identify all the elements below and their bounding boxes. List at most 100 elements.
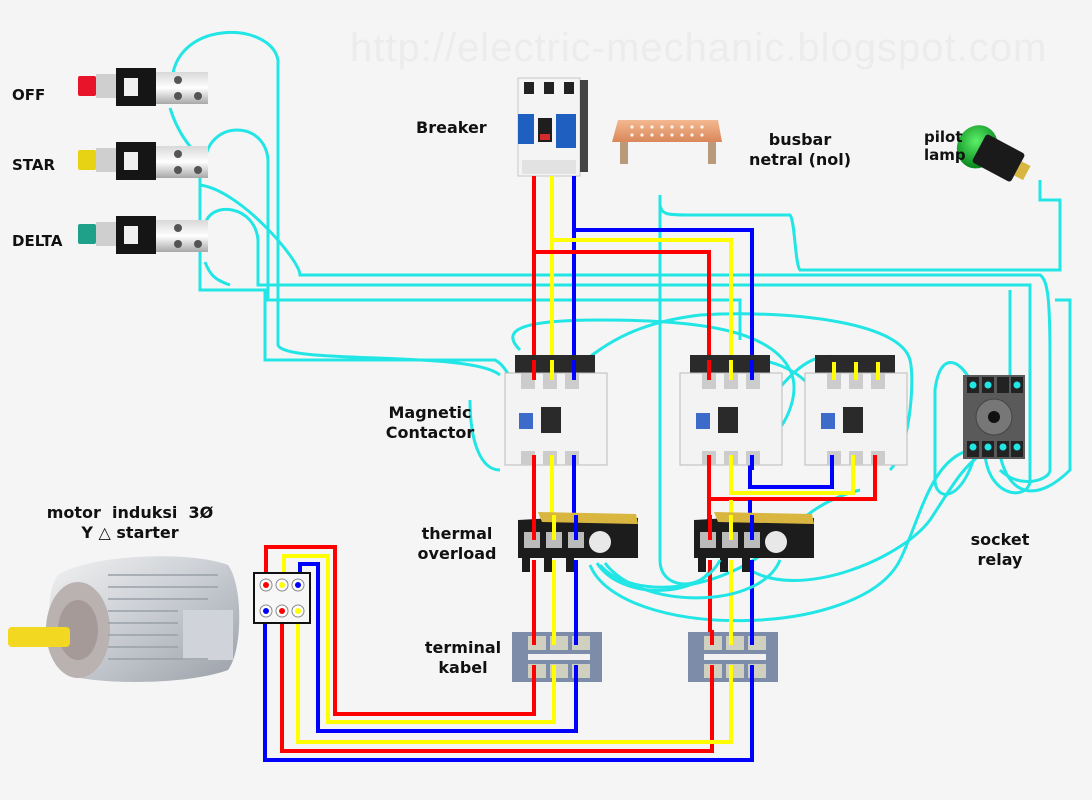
contactor-terminal <box>746 373 760 389</box>
push-button-star[interactable] <box>78 142 208 180</box>
phase-s-wire <box>552 238 733 375</box>
label-off: OFF <box>12 86 46 104</box>
busbar-mount-right <box>708 142 716 164</box>
label-socket-line1: socket <box>970 530 1030 549</box>
motor-w2-wire <box>263 610 754 762</box>
busbar-holes <box>630 125 704 137</box>
contactor-terminal <box>827 373 841 389</box>
magnetic-contactor-main[interactable] <box>504 355 608 466</box>
label-busbar-line2: netral (nol) <box>748 150 852 169</box>
label-breaker: Breaker <box>416 118 487 137</box>
phase-t-wire <box>574 228 754 375</box>
breaker-bottom-terminals <box>522 160 576 174</box>
breaker-blue-plate <box>556 114 576 148</box>
contactor-brand-plate <box>821 413 835 429</box>
thermal-dial <box>765 531 787 553</box>
terminal-screw <box>174 166 182 174</box>
phase-t-wire <box>748 460 834 489</box>
label-star: STAR <box>12 156 56 174</box>
motor-fins <box>108 574 218 660</box>
contactor-terminal <box>849 373 863 389</box>
contactor-terminal <box>521 373 535 389</box>
control-wire <box>749 453 981 582</box>
control-wire <box>579 312 914 472</box>
label-delta: DELTA <box>12 232 63 250</box>
contactor-top <box>515 355 595 373</box>
thermal-top-cover <box>538 512 638 524</box>
control-wire <box>168 107 517 391</box>
label-thermal-overload: thermal overload <box>412 524 502 564</box>
control-wire <box>203 261 231 287</box>
terminal-screw <box>174 92 182 100</box>
control-wire <box>199 183 1052 484</box>
socket-key-hole <box>988 411 1000 423</box>
terminal-screw <box>174 224 182 232</box>
thermal-leg <box>698 558 706 572</box>
label-contactor-line1: Magnetic <box>388 403 472 422</box>
label-motor-line2: Y △ starter <box>81 523 179 542</box>
socket-relay[interactable] <box>963 375 1025 459</box>
terminal-wire-stubs <box>532 630 754 690</box>
label-busbar: busbar netral (nol) <box>740 130 860 170</box>
control-wire <box>203 208 1032 495</box>
phase-r-wire <box>534 250 711 375</box>
contactor-terminal <box>521 451 535 465</box>
contactor-terminal <box>724 373 738 389</box>
terminal-screw <box>194 240 202 248</box>
thermal-leg <box>566 558 574 572</box>
control-wire <box>511 318 796 442</box>
socket-terminal <box>997 377 1009 393</box>
pilot-lamp <box>956 125 1031 182</box>
button-label-plate <box>124 152 138 170</box>
control-wire <box>588 448 971 623</box>
label-thermal-line1: thermal <box>421 524 493 543</box>
terminal-screw <box>194 92 202 100</box>
label-pilot-line1: pilot <box>924 128 963 146</box>
control-wire <box>658 180 1062 272</box>
label-socket-line2: relay <box>977 550 1023 569</box>
breaker-trip-indicator <box>540 134 550 140</box>
label-terminal-line2: kabel <box>438 658 488 677</box>
terminal-marker-strip <box>704 654 766 660</box>
button-collar <box>96 74 116 98</box>
push-button-off[interactable] <box>78 68 208 106</box>
circuit-breaker[interactable] <box>517 77 588 177</box>
terminal-screw-bottom <box>528 664 546 678</box>
label-terminal-line1: terminal <box>424 638 502 657</box>
lamp-terminal <box>1014 161 1031 181</box>
label-magnetic-contactor: Magnetic Contactor <box>380 403 480 443</box>
contactor-terminal <box>702 373 716 389</box>
control-wire <box>170 31 501 377</box>
thermal-leg <box>544 558 552 572</box>
terminal-screw <box>174 240 182 248</box>
control-wire <box>933 361 977 496</box>
motor-terminal-box <box>253 572 311 624</box>
terminal-block-1 <box>512 632 602 682</box>
label-motor: motor induksi 3Ø Y △ starter <box>30 503 230 543</box>
motor-shaft <box>8 627 70 647</box>
label-terminal-kabel: terminal kabel <box>418 638 508 678</box>
busbar-mount-left <box>620 142 628 164</box>
breaker-top-terminal <box>564 82 574 94</box>
busbar-bar <box>612 120 722 142</box>
motor-u1-wire <box>264 545 536 716</box>
power-wiring <box>263 176 880 762</box>
phase-r-wire <box>707 460 877 501</box>
breaker-top-terminal <box>544 82 554 94</box>
button-cap-red <box>78 76 96 96</box>
label-busbar-line1: busbar <box>768 130 832 149</box>
thermal-wire-stubs <box>532 515 754 575</box>
contactor-terminal <box>871 373 885 389</box>
push-button-delta[interactable] <box>78 216 208 254</box>
control-wire <box>468 399 501 472</box>
top-band <box>0 0 1092 20</box>
button-label-plate <box>124 78 138 96</box>
motor-v2-wire <box>296 610 733 744</box>
thermal-leg <box>742 558 750 572</box>
label-contactor-line2: Contactor <box>385 423 475 442</box>
thermal-dial <box>589 531 611 553</box>
breaker-top-terminal <box>524 82 534 94</box>
breaker-blue-plate <box>518 114 534 144</box>
terminal-screw <box>194 166 202 174</box>
